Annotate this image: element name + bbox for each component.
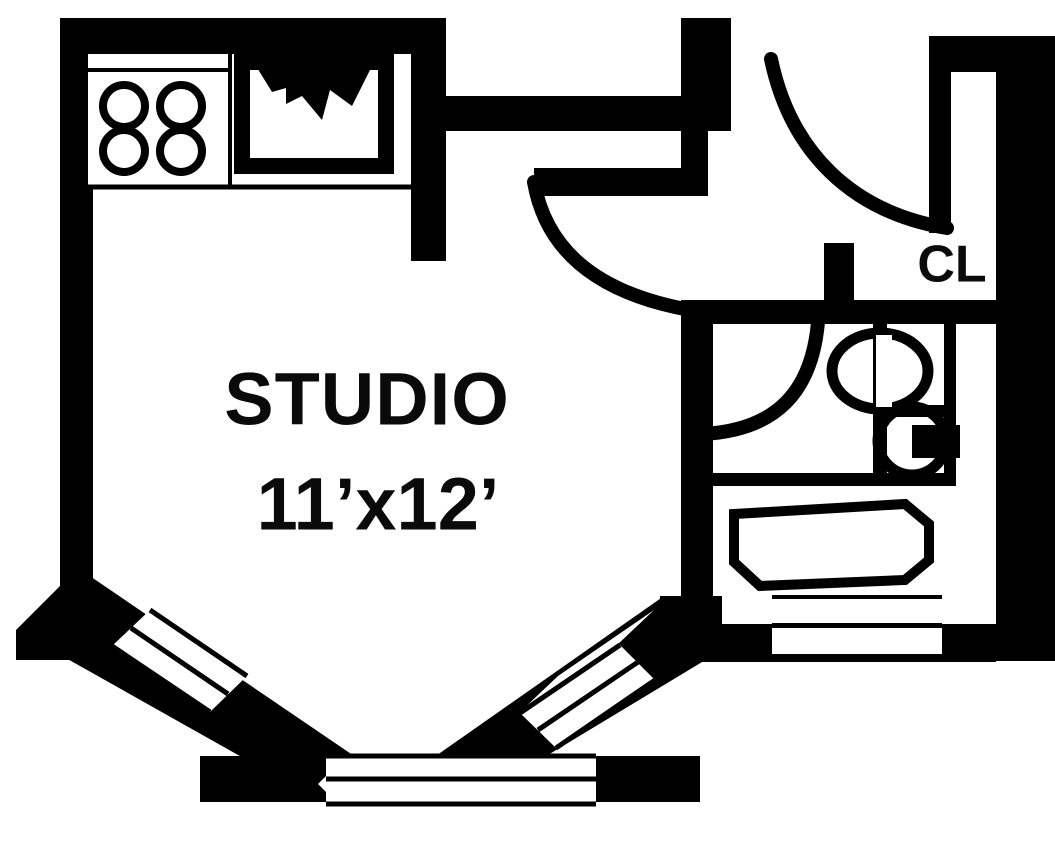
wall-bathroom-mid [706, 473, 956, 486]
bathroom-window [772, 595, 942, 658]
wall-studio-door-head [534, 168, 708, 196]
stove-cooktop [99, 81, 206, 176]
wall-corner-bottom-left [16, 600, 93, 660]
wall-corner-bottom-right [660, 596, 722, 662]
wall-right-exterior [996, 36, 1055, 661]
bathroom-group [729, 327, 960, 592]
toilet-tank-gap [876, 335, 892, 407]
studio-label: STUDIO [224, 358, 510, 441]
sink-basin [234, 54, 394, 174]
wall-vestibule-left [681, 18, 731, 131]
entry-door-swing [764, 52, 954, 235]
bay-window-center [318, 753, 596, 807]
bay-window-right [518, 610, 657, 751]
sink-faucet-glyph [256, 66, 372, 120]
bathroom-door-swing [696, 315, 825, 441]
sink-faucet [912, 425, 960, 458]
wall-kitchen-right [411, 18, 446, 261]
burner-bottom-right [156, 126, 206, 176]
closet-label: CL [917, 236, 986, 294]
wall-bathroom-top [713, 300, 996, 324]
bathtub [729, 498, 934, 592]
bathtub-basin [729, 498, 934, 592]
toilet-bowl [826, 327, 934, 415]
kitchen-group [88, 54, 411, 190]
toilet [826, 327, 934, 415]
wall-top-studio [60, 18, 446, 54]
burner-bottom-left [99, 126, 149, 176]
label-group: STUDIO 11’x12’ CL [224, 236, 986, 546]
wall-corridor-top [411, 96, 681, 131]
bay-window-left [110, 607, 249, 715]
wall-left-exterior [60, 18, 93, 618]
kitchen-sink [234, 54, 394, 174]
wall-entry-right-inner [929, 36, 951, 233]
studio-dimensions-label: 11’x12’ [257, 463, 500, 546]
studio-door-swing [527, 175, 697, 317]
wall-group [16, 18, 1055, 802]
door-group [527, 52, 954, 441]
bathroom-sink [872, 401, 960, 481]
window-group [110, 595, 942, 807]
